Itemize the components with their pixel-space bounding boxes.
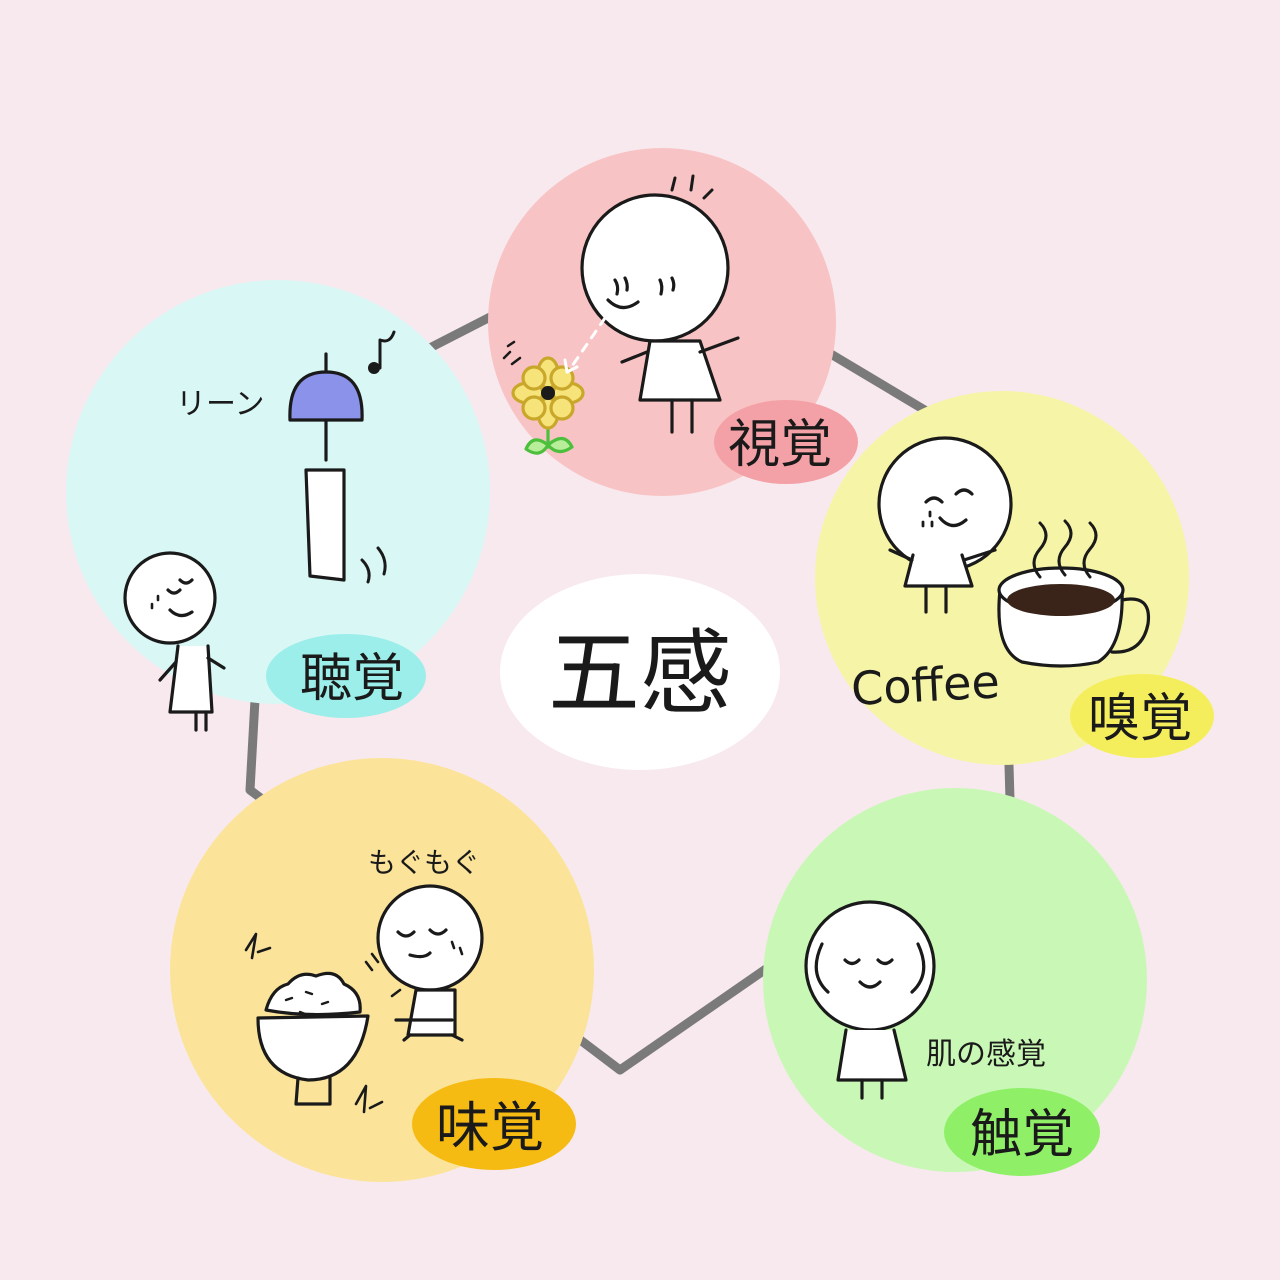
- center-label: 五感: [548, 620, 732, 727]
- smell-tag: 嗅覚: [1070, 674, 1214, 758]
- sight-label: 視覚: [728, 415, 832, 475]
- touch-tag: 触覚: [944, 1088, 1100, 1176]
- taste-label: 味覚: [436, 1096, 544, 1159]
- smell-figure: [877, 436, 1013, 614]
- chime-sound-note: リーン: [176, 387, 265, 422]
- hearing-label: 聴覚: [300, 649, 404, 709]
- coffee-cup-icon: [997, 519, 1151, 668]
- wind-chime-icon: [288, 330, 396, 584]
- flower-icon: [502, 316, 607, 455]
- taste-tag: 味覚: [412, 1078, 576, 1170]
- chewing-note: もぐもぐ: [368, 846, 480, 879]
- touch-figure: [804, 900, 936, 1100]
- sight-figure: [580, 174, 740, 434]
- hearing-tag: 聴覚: [266, 634, 426, 718]
- taste-figure: [364, 884, 484, 1042]
- skin-sensation-note: 肌の感覚: [926, 1037, 1046, 1072]
- hearing-figure: [123, 551, 226, 732]
- coffee-note: Coffee: [850, 654, 1001, 716]
- smell-label: 嗅覚: [1088, 689, 1192, 749]
- taste-bubble: [170, 758, 594, 1182]
- center-bubble: [500, 574, 780, 770]
- touch-label: 触覚: [970, 1105, 1074, 1165]
- hearing-bubble: [66, 280, 490, 704]
- sight-tag: 視覚: [714, 400, 858, 484]
- rice-bowl-icon: [244, 932, 384, 1114]
